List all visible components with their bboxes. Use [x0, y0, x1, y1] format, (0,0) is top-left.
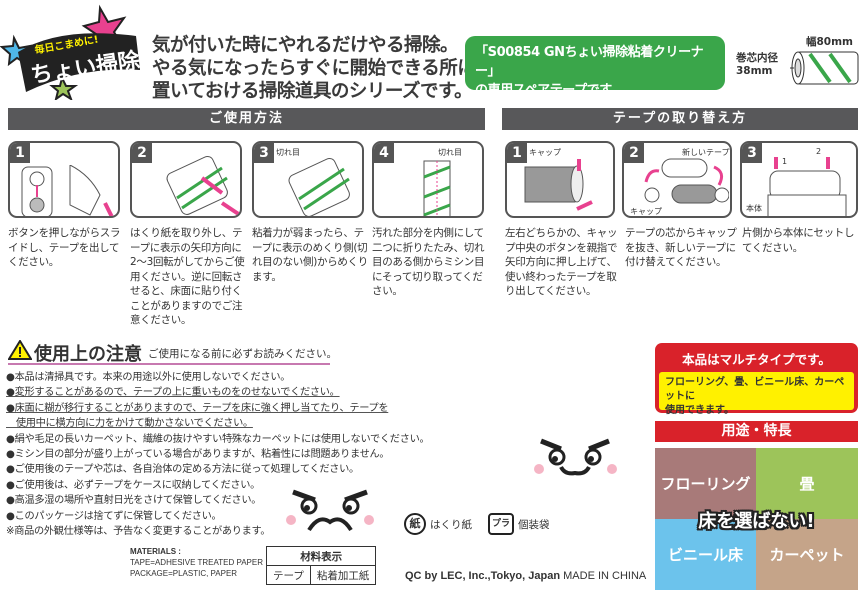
- materials-info: MATERIALS : TAPE=ADHESIVE TREATED PAPER …: [130, 546, 263, 579]
- caution-item: ●絹や毛足の長いカーペット、繊維の抜けやすい特殊なカーペットには使用しないでくだ…: [6, 433, 430, 445]
- caution-item: ●床面に糊が移行することがありますので、テープを床に強く押し当てたり、テープを: [6, 402, 389, 414]
- cut-line-label: 切れ目: [276, 148, 300, 157]
- materials-tape: TAPE=ADHESIVE TREATED PAPER: [130, 558, 263, 567]
- qc-text: QC by LEC, Inc.,Tokyo, Japan: [405, 570, 561, 582]
- caution-item: ※商品の外観仕様等は、予告なく変更することがあります。: [6, 526, 271, 538]
- features-header: 用途・特長: [655, 421, 858, 442]
- step-number: 3: [742, 143, 762, 163]
- body-label: 本体: [746, 204, 762, 213]
- order-mark: 1: [782, 157, 788, 166]
- floor-cell-tatami: 畳: [756, 448, 858, 519]
- cut-line-label: 切れ目: [438, 148, 462, 157]
- order-mark: 2: [816, 147, 822, 156]
- usage-step-4-illustration: 4 切れ目: [372, 141, 484, 218]
- new-tape-label: 新しいテープ: [682, 148, 730, 157]
- caution-subtitle: ご使用になる前に必ずお読みください。: [148, 348, 337, 360]
- caution-item: ●ご使用後は、必ずテープをケースに収納してください。: [6, 479, 261, 491]
- plastic-recycle-icon: プラ: [488, 513, 514, 535]
- replace-step-2-text: テープの芯からキャップを抜き、新しいテープに付け替えてください。: [625, 227, 737, 268]
- replace-step-3-illustration: 3 1 2 本体: [740, 141, 858, 218]
- step-number: 2: [132, 143, 152, 163]
- replace-step-1-illustration: 1 キャップ: [505, 141, 615, 218]
- step-number: 1: [507, 143, 527, 163]
- caution-divider: [8, 363, 330, 365]
- compatibility-notice: 「S00854 GNちょい掃除粘着クリーナー」 の専用スペアテープです。: [465, 36, 725, 98]
- multi-desc-line: 使用できます。: [665, 405, 734, 416]
- compat-line: 「S00854 GNちょい掃除粘着クリーナー」: [475, 45, 704, 79]
- caution-item: ●ミシン目の部分が盛り上がっている場合がありますが、粘着性には問題ありません。: [6, 449, 390, 461]
- step-number: 2: [624, 143, 644, 163]
- usage-step-3-text: 粘着力が弱まったら、テープに表示のめくり側(切れ目のない側)からめくります。: [252, 227, 368, 283]
- paper-recycle-icon: 紙: [404, 513, 426, 535]
- core-label: 巻芯内径: [736, 52, 778, 64]
- replace-step-1-text: 左右どちらかの、キャップ中央のボタンを親指で矢印方向に押し上げて、使い終わったテ…: [505, 227, 618, 297]
- floor-cell-flooring: フローリング: [655, 448, 756, 519]
- materials-heading: MATERIALS :: [130, 547, 181, 556]
- replace-step-3-text: 片側から本体にセットしてください。: [742, 227, 855, 254]
- materials-package: PACKAGE=PLASTIC, PAPER: [130, 569, 238, 578]
- manufacturer-info: QC by LEC, Inc.,Tokyo, Japan MADE IN CHI…: [405, 570, 646, 582]
- caution-item: ●高温多湿の場所や直射日光をさけて保管してください。: [6, 495, 262, 507]
- tape-width-label: 幅80mm: [806, 36, 853, 48]
- step-number: 3: [254, 143, 274, 163]
- cap-label: キャップ: [529, 148, 561, 157]
- usage-step-4-text: 汚れた部分を内側にして二つに折りたたみ、切れ目のある側からミシン目にそって切り取…: [372, 227, 485, 297]
- floor-cell-carpet: カーペット: [756, 519, 858, 590]
- compat-line: の専用スペアテープです。: [475, 83, 624, 98]
- smug-face-icon: [534, 438, 617, 476]
- caution-item: ●ご使用後のテープや芯は、各自治体の定める方法に従って処理してください。: [6, 464, 359, 476]
- brand-logo: 毎日こまめに! ちょい掃除: [0, 0, 145, 102]
- multi-type-box: 本品はマルチタイプです。 フローリング、畳、ビニール床、カーペットに 使用できま…: [655, 343, 858, 416]
- caution-list: ●本品は清掃具です。本来の用途以外に使用しないでください。 ●変形することがある…: [6, 370, 430, 539]
- multi-type-desc: フローリング、畳、ビニール床、カーペットに 使用できます。: [659, 372, 854, 416]
- headline-line: 気が付いた時にやれるだけやる掃除。: [152, 35, 459, 56]
- caution-item: ●本品は清掃具です。本来の用途以外に使用しないでください。: [6, 372, 291, 383]
- caution-item: ●このパッケージは捨てずに保管してください。: [6, 510, 222, 522]
- usage-step-1-text: ボタンを押しながらスライドし、テープを出してください。: [8, 227, 121, 268]
- cap-label: キャップ: [630, 207, 662, 216]
- replace-section-header: テープの取り替え方: [502, 108, 858, 130]
- recycle-marks: 紙 はくり紙 プラ 個装袋: [404, 513, 550, 535]
- caution-title: 使用上の注意: [34, 344, 142, 365]
- paper-recycle-label: はくり紙: [430, 518, 472, 531]
- core-value: 38mm: [736, 65, 773, 77]
- multi-type-title: 本品はマルチタイプです。: [682, 352, 831, 367]
- headline-line: やる気になったらすぐに開始できる所に: [152, 58, 476, 79]
- step-number: 1: [10, 143, 30, 163]
- warning-icon: [8, 340, 32, 360]
- floor-cell-vinyl: ビニール床: [655, 519, 756, 590]
- step-number: 4: [374, 143, 394, 163]
- caution-item: 使用中に横方向に力をかけて動かさないでください。: [6, 418, 253, 430]
- plastic-recycle-label: 個装袋: [518, 518, 550, 531]
- features-slogan: 床を選ばない!: [698, 511, 815, 532]
- usage-step-1-illustration: 1: [8, 141, 120, 218]
- angry-face-icon: [286, 489, 374, 532]
- materials-table-cell: 粘着加工紙: [309, 565, 377, 585]
- usage-section-header: ご使用方法: [8, 108, 485, 130]
- core-diameter-label: 巻芯内径 38mm: [736, 52, 778, 78]
- caution-item: ●変形することがあるので、テープの上に重いものをのせないでください。: [6, 387, 340, 399]
- usage-step-3-illustration: 3 切れ目: [252, 141, 364, 218]
- origin-text: MADE IN CHINA: [563, 570, 647, 582]
- tape-roll-illustration: [780, 50, 860, 90]
- floor-type-grid: フローリング 畳 ビニール床 カーペット: [655, 448, 858, 590]
- replace-step-2-illustration: 2 新しいテープ キャップ: [622, 141, 732, 218]
- usage-step-2-illustration: 2: [130, 141, 242, 218]
- multi-desc-line: フローリング、畳、ビニール床、カーペットに: [665, 377, 845, 402]
- headline: 気が付いた時にやれるだけやる掃除。 やる気になったらすぐに開始できる所に 置いて…: [152, 34, 476, 103]
- usage-step-2-text: はくり紙を取り外し、テープに表示の矢印方向に2〜3回転がしてからご使用ください。…: [130, 227, 245, 326]
- materials-table: 材料表示 テープ粘着加工紙: [265, 546, 377, 585]
- materials-table-title: 材料表示: [265, 546, 377, 566]
- headline-line: 置いておける掃除道具のシリーズです。: [152, 81, 473, 102]
- materials-table-cell: テープ: [266, 565, 311, 585]
